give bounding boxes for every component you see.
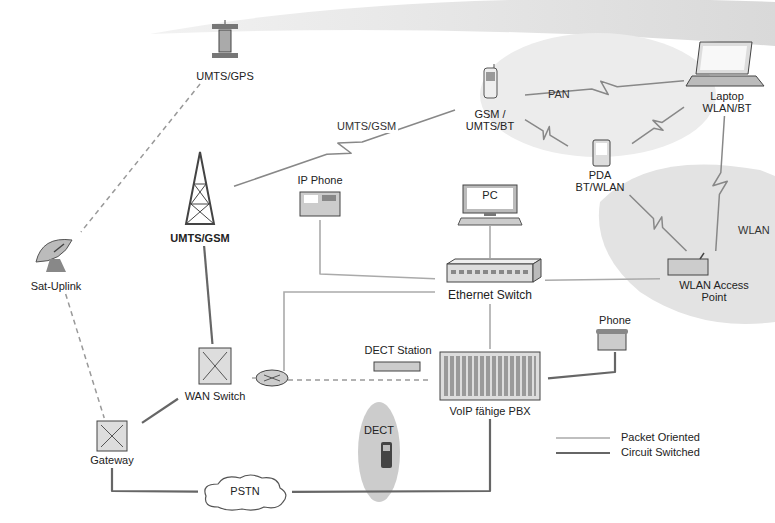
satellite-icon [212,20,238,58]
device-node: DECT Station [363,344,433,374]
device-node: UMTS/GPS [190,22,260,84]
dect-handset-icon [381,442,392,468]
device-label: Phone [598,314,632,328]
network-link [112,468,198,492]
device-node: WLAN Access Point [660,251,768,305]
device-label: IP Phone [296,174,343,188]
device-label: Ethernet Switch [447,289,533,304]
wan-switch-icon [199,348,231,384]
network-link [713,116,727,251]
router-icon [256,370,288,386]
network-link [489,226,491,258]
device-label: UMTS/GSM [169,232,230,246]
legend-row: Circuit Switched [556,445,701,460]
device-label: VoIP fähige PBX [448,405,531,419]
legend-sample [556,433,610,443]
dect-region [358,402,400,502]
device-label: Gateway [89,454,134,468]
ip-phone-icon [300,192,340,216]
laptop-icon [686,42,764,86]
legend-line [556,437,610,439]
region-label: PAN [548,88,570,101]
network-link [234,110,455,186]
ethernet-switch-icon [447,259,541,282]
device-label: PSTN [229,485,260,499]
desk-phone-icon [596,329,628,350]
device-node: DECT [356,424,402,472]
device-node: Sat-Uplink [20,232,92,294]
router-wire [288,379,432,381]
pan-region [480,33,716,157]
network-link [630,195,687,251]
router-wire [284,292,435,371]
network-link [66,294,105,418]
network-link [320,220,435,279]
device-node: WAN Switch [178,344,252,404]
legend: Packet OrientedCircuit Switched [556,430,701,460]
legend-text: Circuit Switched [620,446,701,460]
sky-swoosh [150,0,775,46]
device-label: DECT Station [363,344,432,358]
mobile-phone-icon [484,64,497,98]
device-label: Sat-Uplink [30,280,83,294]
device-node: VoIP fähige PBX [432,349,548,419]
legend-text: Packet Oriented [620,431,701,445]
wlan-region [599,164,775,324]
link-label: UMTS/GSM [335,120,398,133]
device-node: PC [459,184,521,226]
network-link [548,352,615,378]
pda-icon [593,140,610,166]
pbx-icon [440,352,540,400]
device-node: IP Phone [292,174,348,220]
device-label: DECT [363,424,395,438]
network-link [489,304,491,349]
gateway-icon [97,421,127,451]
sat-dish-icon [36,239,72,272]
region-label: WLAN [738,224,770,237]
device-node: Gateway [82,418,142,468]
device-node: Laptop WLAN/BT [684,38,770,116]
network-link [142,399,178,423]
dect-station-icon [374,362,420,371]
device-label: GSM / UMTS/BT [462,108,519,134]
network-link [81,84,200,232]
legend-row: Packet Oriented [556,430,701,445]
device-node: UMTS/GSM [166,150,234,246]
legend-line [556,451,610,453]
legend-sample [556,448,610,458]
router-wire [252,377,256,379]
network-link [632,107,684,143]
device-label: WAN Switch [184,390,247,404]
network-link [525,120,568,147]
device-label: Laptop WLAN/BT [698,90,756,116]
device-node: GSM / UMTS/BT [455,62,525,134]
pc-icon [458,185,522,225]
device-node: PDA BT/WLAN [568,137,632,195]
device-label: WLAN Access Point [675,279,753,305]
network-link [545,279,660,281]
device-node: Ethernet Switch [435,258,545,304]
network-link [292,419,490,492]
access-point-icon [668,253,708,275]
network-link [204,246,212,344]
device-label: UMTS/GPS [195,70,254,84]
tower-icon [186,152,214,224]
device-node: Phone [590,314,640,352]
device-label: PC [481,189,498,203]
device-label: PDA BT/WLAN [571,169,629,195]
network-cloud: PSTN [198,472,292,512]
